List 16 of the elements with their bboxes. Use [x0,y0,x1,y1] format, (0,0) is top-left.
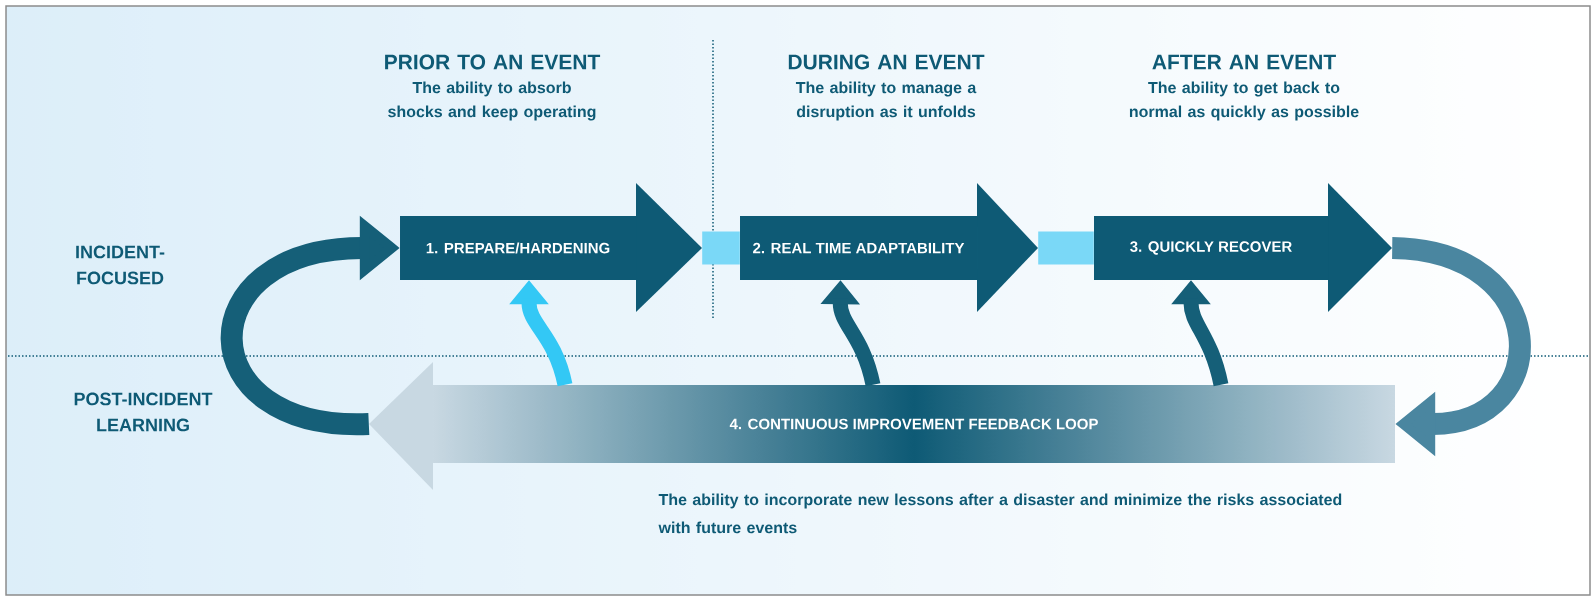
arrow-box: 2. REAL TIME ADAPTABILITY [740,183,1038,312]
arrow-box: 3. QUICKLY RECOVER [1094,183,1392,312]
curved-arrow [1391,237,1531,457]
column-heading: PRIOR TO AN EVENT [385,54,601,70]
row-label: INCIDENT- FOCUSED [76,245,165,285]
arrow-box: 1. PREPARE/HARDENING [400,183,702,312]
connector-band [702,231,740,265]
row-label: POST-INCIDENT LEARNING [74,392,213,432]
connector-band [1038,231,1094,265]
column-heading: DURING AN EVENT [788,54,985,70]
arrow-box: 4. CONTINUOUS IMPROVEMENT FEEDBACK LOOP [369,362,1395,490]
column-description: The ability to absorb shocks and keep operating [388,81,596,121]
column-description: The ability to manage a disruption as it unfolds [795,81,977,121]
caption-text: The ability to incorporate new lessons after a disaster and minimize the risks associated with future events [658,493,1342,534]
column-description: The ability to get back to normal as quickly as possible [1129,81,1359,121]
column-heading: AFTER AN EVENT [1152,54,1336,70]
